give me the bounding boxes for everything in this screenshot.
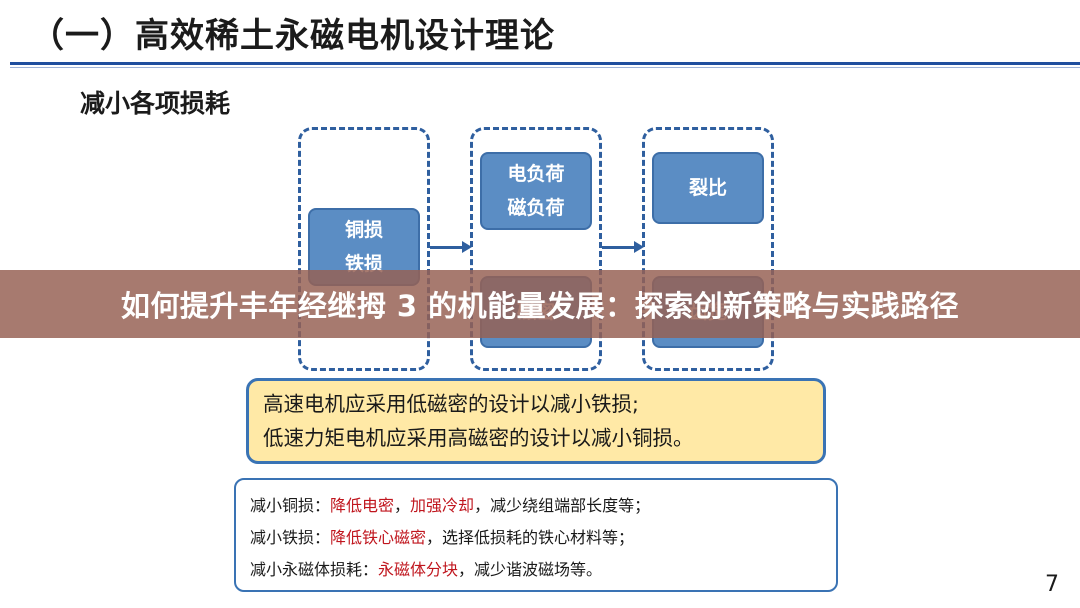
measure-label: 减小铜损： — [250, 496, 331, 515]
measure-line: 减小铁损：降低铁心磁密，选择低损耗的铁心材料等； — [250, 522, 822, 554]
measures-box: 减小铜损：降低电密，加强冷却，减少绕组端部长度等； 减小铁损：降低铁心磁密，选择… — [234, 478, 838, 592]
box-electric-magnetic-load: 电负荷 磁负荷 — [480, 152, 592, 230]
measure-line: 减小铜损：降低电密，加强冷却，减少绕组端部长度等； — [250, 490, 822, 522]
measure-rest: ，减少谐波磁场等。 — [458, 560, 603, 579]
highlight-line: 高速电机应采用低磁密的设计以减小铁损; — [263, 392, 639, 416]
title-rule-thin — [10, 67, 1080, 68]
banner-text: 如何提升丰年经继拇 3 的机能量发展：探索创新策略与实践路径 — [120, 289, 960, 323]
title-rule — [10, 62, 1080, 65]
measure-line: 减小永磁体损耗：永磁体分块，减少谐波磁场等。 — [250, 554, 822, 586]
box-label: 铁损 — [344, 253, 383, 275]
measure-label: 减小铁损： — [250, 528, 331, 547]
measure-rest: ，减少绕组端部长度等； — [474, 496, 651, 515]
slide-title: （一）高效稀土永磁电机设计理论 — [30, 16, 555, 56]
box-split-ratio: 裂比 — [652, 152, 764, 224]
highlight-box: 高速电机应采用低磁密的设计以减小铁损; 低速力矩电机应采用高磁密的设计以减小铜损… — [246, 378, 826, 464]
box-label: 铜损 — [344, 219, 383, 241]
box-label: 磁负荷 — [507, 197, 565, 219]
measure-separator: ， — [394, 496, 411, 515]
measure-emphasis: 加强冷却 — [410, 496, 475, 515]
measure-emphasis: 降低电密 — [330, 496, 395, 515]
measure-emphasis: 永磁体分块 — [378, 560, 459, 579]
slide-subtitle: 减小各项损耗 — [80, 89, 231, 118]
highlight-line: 低速力矩电机应采用高磁密的设计以减小铜损。 — [263, 426, 694, 450]
measure-emphasis: 降低铁心磁密 — [330, 528, 427, 547]
dashed-group-losses — [298, 127, 430, 371]
page-number: 7 — [1045, 572, 1059, 597]
box-label: 裂比 — [688, 177, 727, 199]
title-banner-overlay: 如何提升丰年经继拇 3 的机能量发展：探索创新策略与实践路径 — [0, 270, 1080, 338]
measure-label: 减小永磁体损耗： — [250, 560, 379, 579]
arrow-right-icon — [602, 241, 644, 253]
measure-rest: ，选择低损耗的铁心材料等； — [426, 528, 635, 547]
box-label: 电负荷 — [507, 163, 565, 185]
arrow-right-icon — [430, 241, 472, 253]
